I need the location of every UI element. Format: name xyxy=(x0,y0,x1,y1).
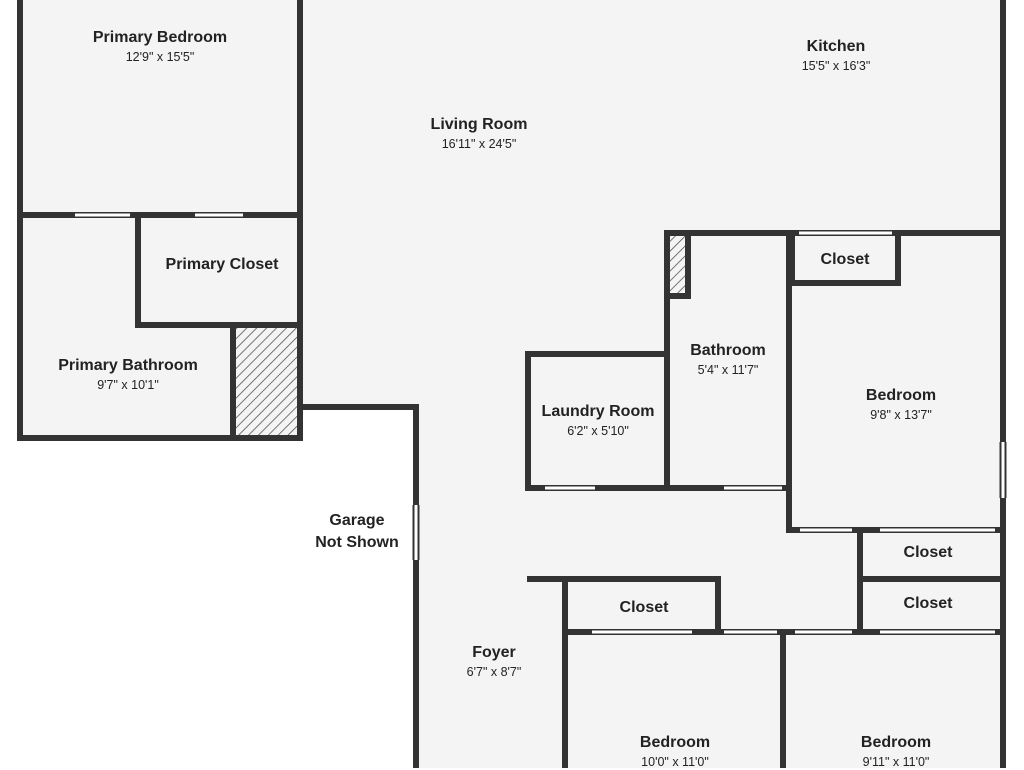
room-dimensions: 9'8" x 13'7" xyxy=(870,408,932,422)
room-name: Living Room xyxy=(430,116,528,133)
room-name: Closet xyxy=(903,595,953,612)
garage-note-line1: Garage xyxy=(329,512,385,529)
room-name: Primary Closet xyxy=(165,256,279,273)
room-label-living-room: Living Room 16'11" x 24'5" xyxy=(431,115,528,152)
openings xyxy=(75,213,1005,634)
room-label-primary-bedroom: Primary Bedroom 12'9" x 15'5" xyxy=(93,28,227,65)
room-label-laundry-room: Laundry Room 6'2" x 5'10" xyxy=(542,402,655,439)
room-label-bedroom-east: Bedroom 9'8" x 13'7" xyxy=(866,386,936,423)
room-dimensions: 15'5" x 16'3" xyxy=(801,59,871,73)
garage-note: Garage Not Shown xyxy=(315,510,399,554)
utility-chase-west xyxy=(236,328,297,435)
room-name: Bedroom xyxy=(865,387,937,404)
room-name: Primary Bedroom xyxy=(92,29,228,46)
utility-chase-bathroom xyxy=(670,236,685,293)
room-label-closet-upper: Closet xyxy=(821,250,870,270)
room-label-primary-closet: Primary Closet xyxy=(166,255,279,275)
floor-area xyxy=(20,0,1003,768)
room-name: Foyer xyxy=(472,644,516,661)
garage-note-line2: Not Shown xyxy=(315,534,399,551)
room-name: Closet xyxy=(820,251,870,268)
room-dimensions: 6'7" x 8'7" xyxy=(466,665,522,679)
room-name: Bedroom xyxy=(860,734,932,751)
room-label-closet-east-1: Closet xyxy=(904,543,953,563)
room-label-primary-bathroom: Primary Bathroom 9'7" x 10'1" xyxy=(58,356,198,393)
room-label-bedroom-south-2: Bedroom 9'11" x 11'0" xyxy=(861,733,931,770)
room-label-closet-south: Closet xyxy=(620,598,669,618)
room-name: Primary Bathroom xyxy=(58,357,198,374)
room-name: Closet xyxy=(619,599,669,616)
room-dimensions: 12'9" x 15'5" xyxy=(125,50,195,64)
room-dimensions: 16'11" x 24'5" xyxy=(441,137,517,151)
room-dimensions: 10'0" x 11'0" xyxy=(641,755,709,769)
room-dimensions: 6'2" x 5'10" xyxy=(567,424,629,438)
room-label-closet-east-2: Closet xyxy=(904,594,953,614)
room-name: Laundry Room xyxy=(541,403,655,420)
room-label-kitchen: Kitchen 15'5" x 16'3" xyxy=(802,37,871,74)
room-name: Bedroom xyxy=(639,734,711,751)
room-dimensions: 9'7" x 10'1" xyxy=(97,378,159,392)
room-name: Bathroom xyxy=(690,342,766,359)
room-label-foyer: Foyer 6'7" x 8'7" xyxy=(467,643,522,680)
room-label-bedroom-south-1: Bedroom 10'0" x 11'0" xyxy=(640,733,710,770)
main-floor xyxy=(20,0,1003,768)
room-dimensions: 9'11" x 11'0" xyxy=(862,755,930,769)
room-name: Closet xyxy=(903,544,953,561)
room-dimensions: 5'4" x 11'7" xyxy=(697,363,759,377)
window-frames xyxy=(412,442,1007,560)
room-name: Kitchen xyxy=(806,38,866,55)
room-label-bathroom: Bathroom 5'4" x 11'7" xyxy=(690,341,766,378)
